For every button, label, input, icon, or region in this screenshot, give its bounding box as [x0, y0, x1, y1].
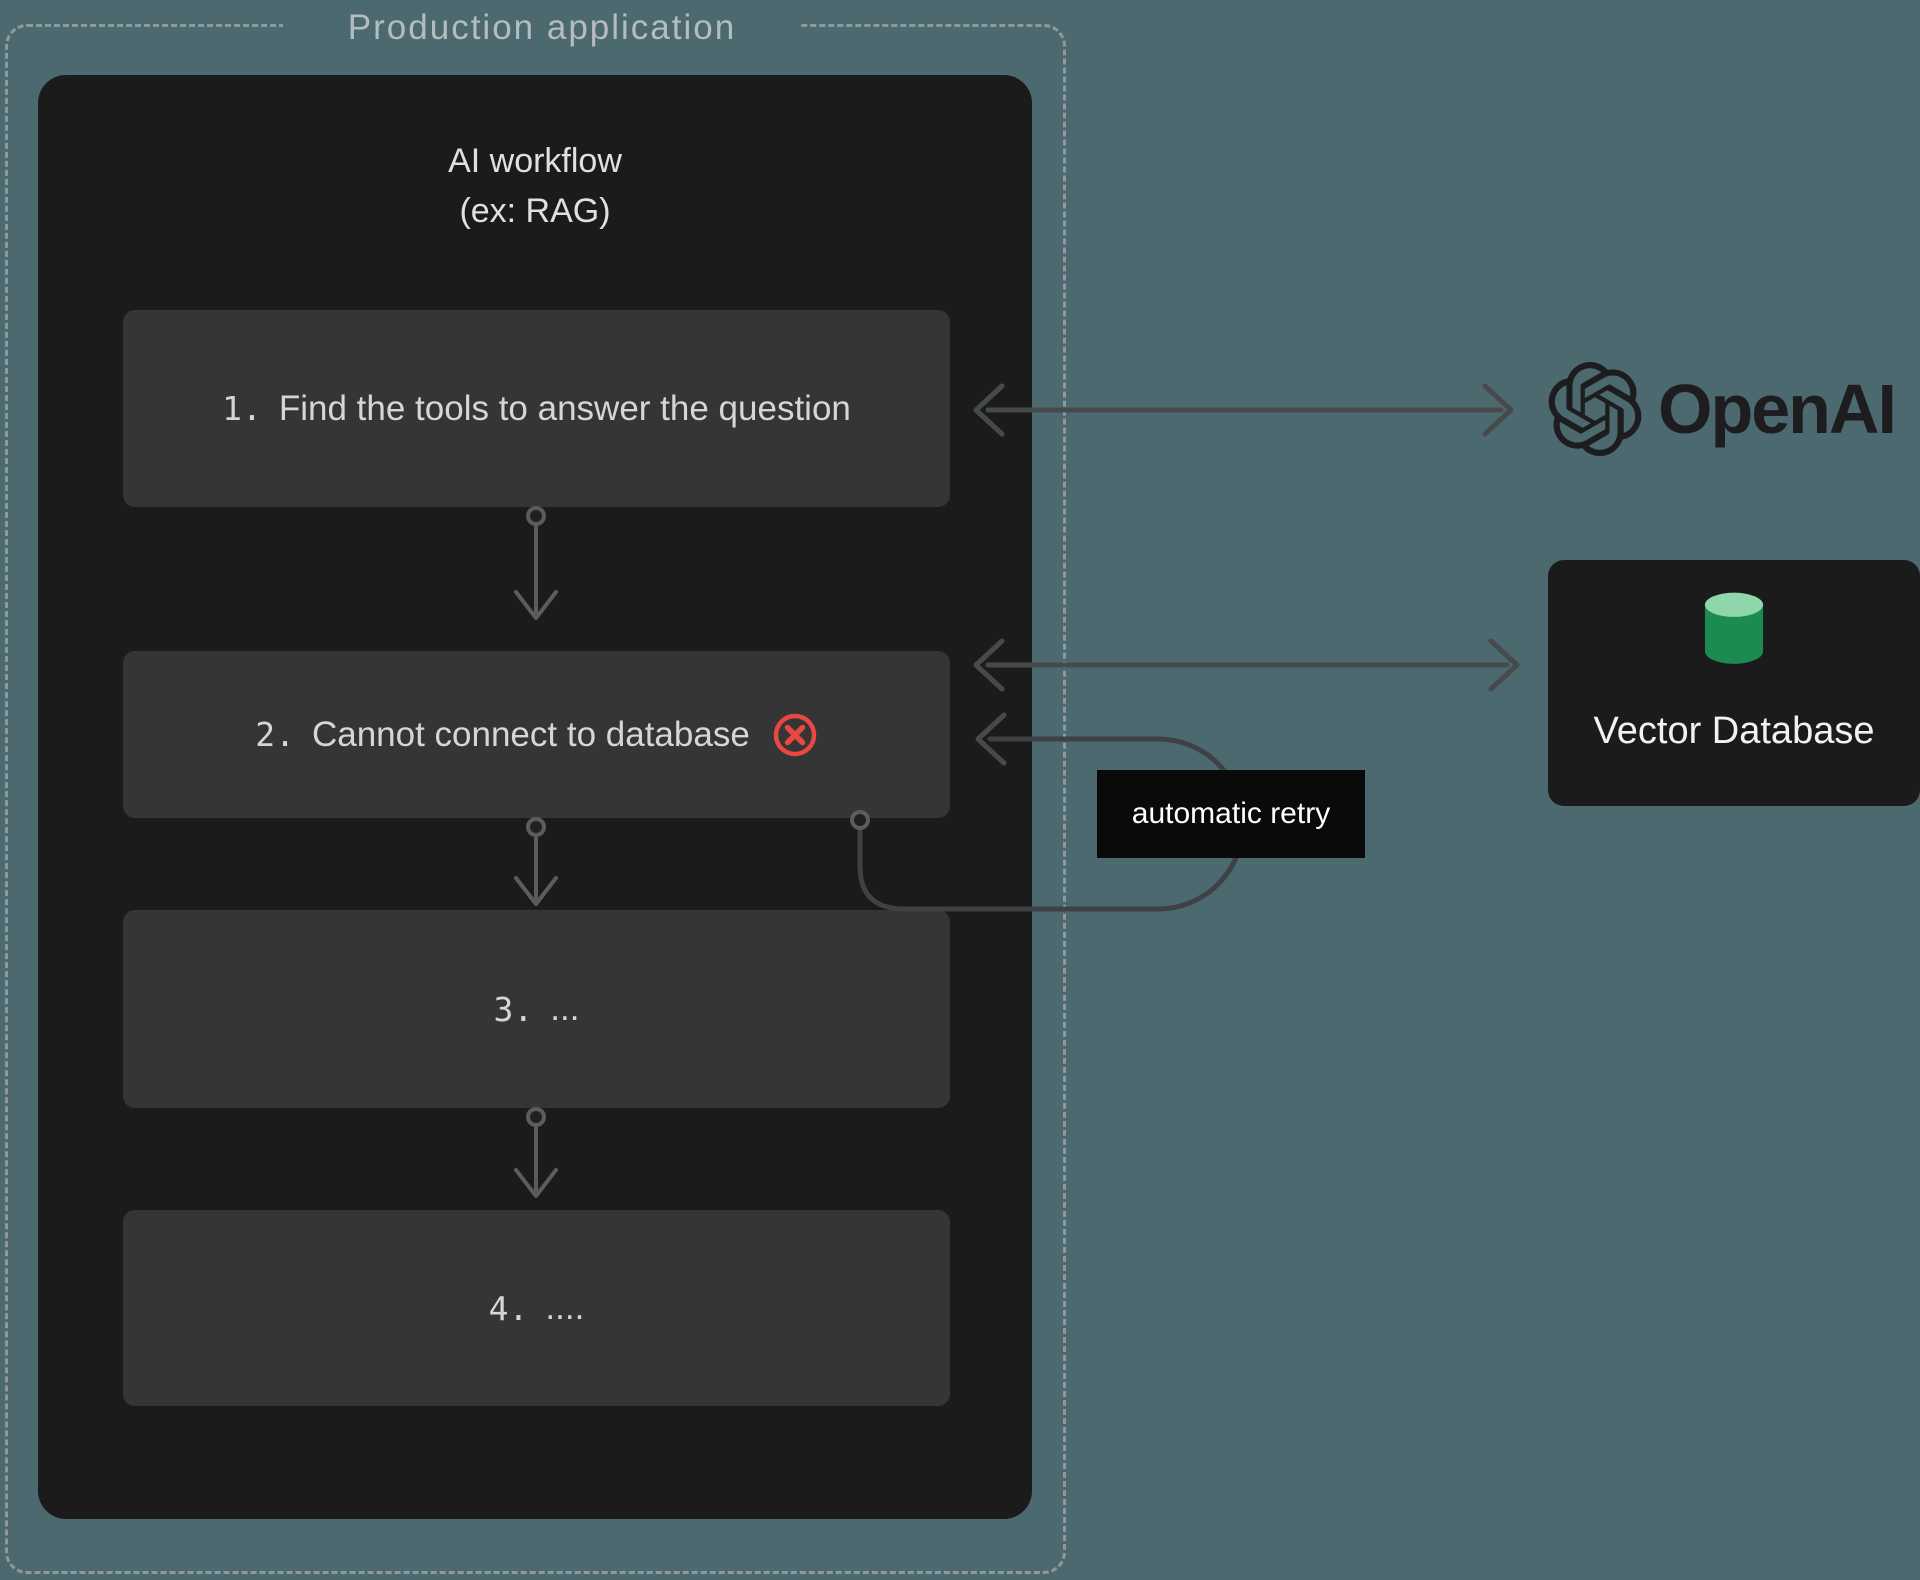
step-label: ... [550, 989, 580, 1028]
step-number: 4. [488, 1288, 529, 1328]
step-box-3: 3. ... [123, 910, 950, 1108]
step-label: Find the tools to answer the question [278, 388, 851, 428]
openai-logo: OpenAI [1548, 361, 1897, 457]
database-cylinder-icon [1704, 592, 1764, 664]
vector-database-label: Vector Database [1593, 710, 1875, 752]
step-label: .... [545, 1288, 585, 1327]
automatic-retry-label: automatic retry [1097, 770, 1365, 858]
openai-logo-icon [1548, 362, 1642, 457]
production-application-label: Production application [283, 4, 801, 52]
workflow-title-line1: AI workflow [448, 142, 622, 180]
step-label: Cannot connect to database [311, 714, 750, 754]
vector-database-card: Vector Database [1548, 560, 1920, 806]
step-number: 1. [222, 389, 262, 428]
step-box-2: 2. Cannot connect to database [123, 651, 950, 818]
x-circle-icon [773, 713, 817, 756]
workflow-title: AI workflow (ex: RAG) [38, 136, 1032, 236]
step-box-4: 4. .... [123, 1210, 950, 1406]
step-number: 3. [493, 989, 534, 1029]
workflow-title-line2: (ex: RAG) [459, 192, 611, 230]
openai-wordmark: OpenAI [1658, 370, 1897, 448]
step-number: 2. [255, 715, 295, 754]
step-box-1: 1. Find the tools to answer the question [123, 310, 950, 507]
